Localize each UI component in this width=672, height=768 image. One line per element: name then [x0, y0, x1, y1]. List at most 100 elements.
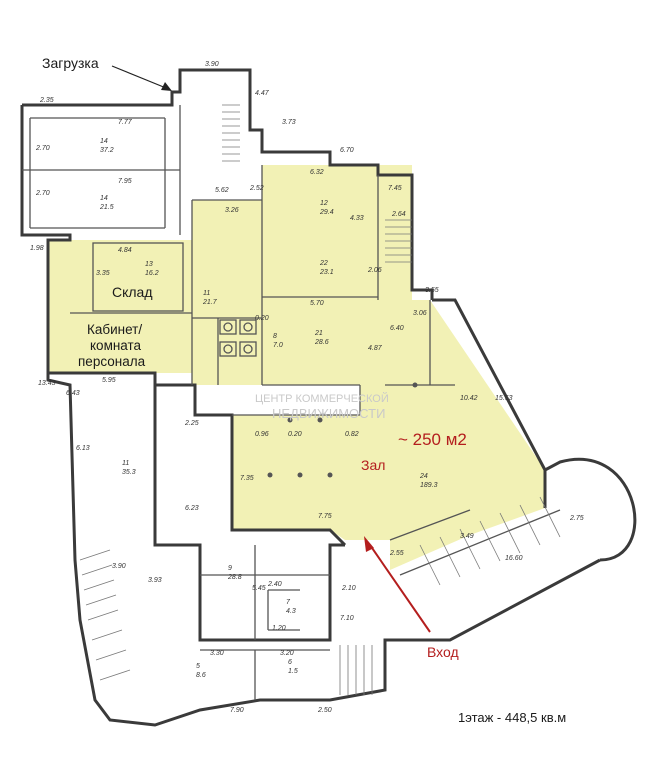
stair-right	[385, 219, 412, 263]
room-number: 9	[228, 565, 232, 572]
dimension: 1.98	[30, 245, 44, 252]
dimension: 5.45	[252, 585, 266, 592]
dimension: 3.93	[148, 577, 162, 584]
dimension: 3.90	[205, 61, 219, 68]
label-area: ~ 250 м2	[398, 430, 467, 449]
dimension: 5.70	[310, 300, 324, 307]
room-number: 6	[288, 659, 292, 666]
stair-hall-right	[419, 496, 561, 586]
label-zagruzka: Загрузка	[42, 55, 99, 71]
room-7: 7 4.3	[286, 599, 296, 615]
room-numbers: 14 37.2 14 21.5 13 16.2 12 29.4 22 23.1 …	[99, 138, 438, 679]
dimension: 3.49	[460, 533, 474, 540]
room-12: 12 29.4	[319, 200, 334, 216]
room-number: 24	[419, 473, 428, 480]
highlight-corridor	[192, 200, 262, 385]
room-number: 22	[319, 260, 328, 267]
dimension: 2.35	[39, 97, 54, 104]
dimension: 7.95	[118, 178, 132, 185]
partitions	[22, 105, 561, 700]
dimension: 5.95	[102, 377, 116, 384]
dimension: 0.96	[255, 431, 269, 438]
dimension: 13.43	[38, 380, 56, 387]
dimension: 5.62	[215, 187, 229, 194]
walls	[20, 68, 637, 727]
watermark-line2: НЕДВИЖИМОСТИ	[272, 406, 385, 421]
dimension: 4.84	[118, 247, 132, 254]
wall-inner-left	[153, 385, 345, 642]
dimension: 4.33	[350, 215, 364, 222]
dimension: 3.26	[225, 207, 239, 214]
sklad-room	[92, 242, 184, 312]
room-area: 189.3	[420, 482, 438, 489]
dimension: 3.90	[112, 563, 126, 570]
room-area: 21.5	[99, 204, 114, 211]
dimension: 6.40	[390, 325, 404, 332]
label-kabinet-line2: комната	[90, 338, 142, 353]
arrow-zagruzka-line	[111, 65, 167, 89]
stair-bottom	[339, 645, 373, 695]
label-kabinet-line3: персонала	[78, 354, 146, 369]
dimension-labels: 3.90 2.35 7.77 7.95 2.70 2.70 1.98 4.84 …	[30, 61, 584, 714]
label-sklad: Склад	[112, 284, 153, 300]
room-area: 4.3	[286, 608, 296, 615]
dimension: 3.20	[280, 650, 294, 657]
dimension: 7.45	[388, 185, 402, 192]
room-area: 28.8	[227, 574, 242, 581]
arrow-vkhod-line	[369, 544, 431, 633]
room-area: 37.2	[100, 147, 114, 154]
dimension: 6.70	[340, 147, 354, 154]
room-number: 14	[100, 138, 108, 145]
wall-top	[22, 68, 434, 300]
highlight-upper-rooms	[262, 165, 378, 300]
label-kabinet-line1: Кабинет/	[87, 322, 142, 337]
dimension: 7.35	[240, 475, 254, 482]
room-11a: 11 21.7	[202, 290, 218, 306]
room-area: 35.3	[122, 469, 136, 476]
dimension: 2.52	[249, 185, 264, 192]
dimension: 0.20	[288, 431, 302, 438]
dimension: 7.75	[318, 513, 332, 520]
arrow-vkhod-head	[364, 536, 374, 552]
dimension: 3.30	[210, 650, 224, 657]
footer-floor-area: 1этаж - 448,5 кв.м	[458, 710, 566, 725]
room-14b: 14 21.5	[99, 195, 114, 211]
room-area: 23.1	[319, 269, 334, 276]
dimension: 2.25	[184, 420, 199, 427]
dimension: 0.20	[255, 315, 269, 322]
wall-top-left	[20, 105, 347, 547]
label-zal: Зал	[361, 457, 385, 473]
room-number: 21	[314, 330, 323, 337]
wall-right	[432, 298, 547, 508]
dimension: 16.60	[505, 555, 523, 562]
dimension: 0.82	[345, 431, 359, 438]
wall-right-curve	[544, 458, 637, 562]
room-21: 21 28.6	[314, 330, 329, 346]
stair-top	[222, 104, 240, 162]
room-number: 7	[286, 599, 291, 606]
dimension: 2.70	[35, 190, 50, 197]
watermark: ЦЕНТР КОММЕРЧЕСКОЙ НЕДВИЖИМОСТИ	[255, 392, 389, 421]
room-area: 21.7	[202, 299, 218, 306]
room-area: 1.5	[288, 668, 298, 675]
dimension: 2.64	[391, 211, 406, 218]
arrow-zagruzka-head	[161, 82, 172, 91]
dimension: 7.90	[230, 707, 244, 714]
room-24: 24 189.3	[419, 473, 438, 489]
room-8: 8 7.0	[273, 333, 283, 349]
stairs	[79, 104, 561, 695]
dimension: 2.06	[367, 267, 382, 274]
dimension: 6.43	[66, 390, 80, 397]
dimension: 2.75	[569, 515, 584, 522]
highlight-hall	[232, 300, 545, 570]
highlight-stair-strip	[378, 165, 412, 300]
room-area: 28.6	[314, 339, 329, 346]
dimension: 10.42	[460, 395, 478, 402]
dimension: 3.35	[96, 270, 110, 277]
highlighted-area	[48, 165, 545, 570]
partition-28	[389, 509, 471, 541]
room-number: 11	[122, 460, 129, 467]
dimension: 3.55	[425, 287, 439, 294]
dimension: 6.32	[310, 169, 324, 176]
bathroom-fixtures	[219, 319, 257, 357]
